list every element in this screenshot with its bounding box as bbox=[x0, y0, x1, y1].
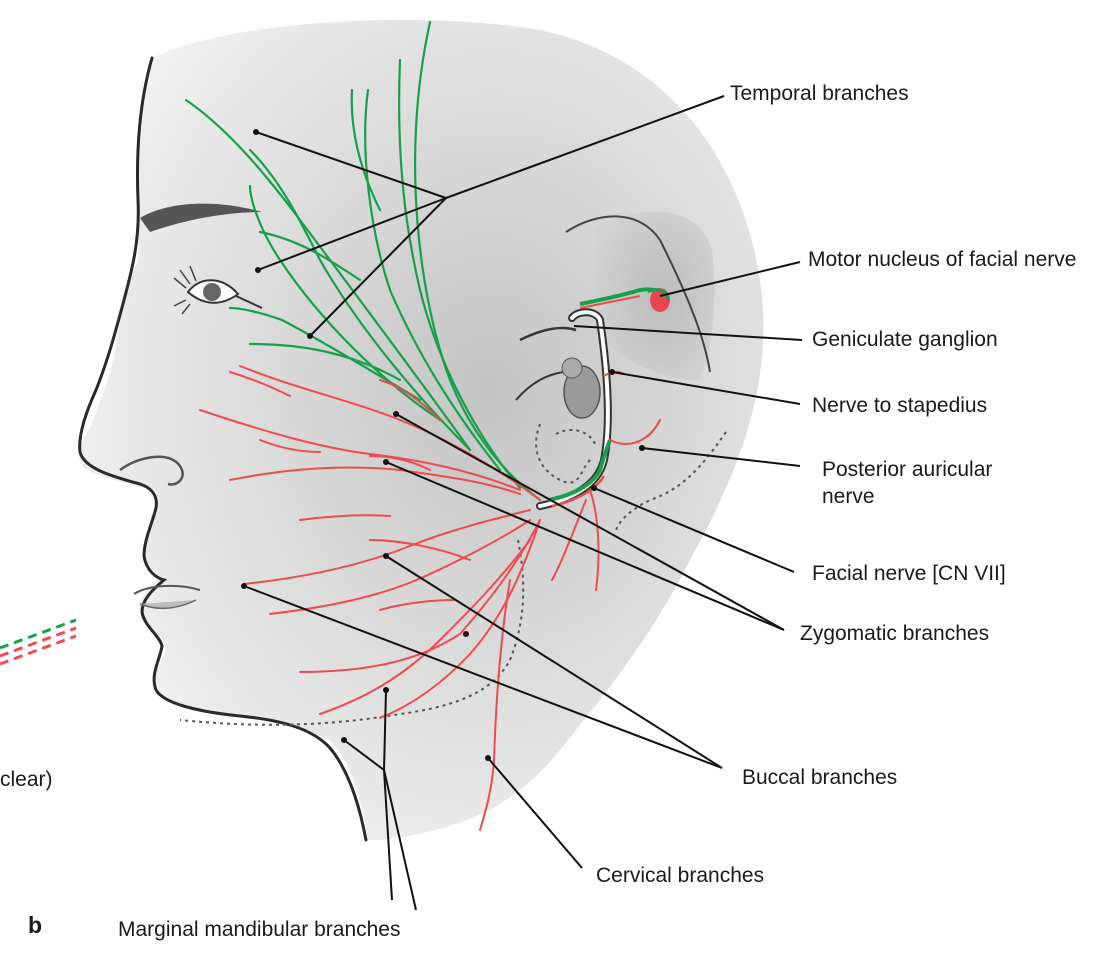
cropped-caption-text: clear) bbox=[0, 766, 53, 793]
label-buccal-branches: Buccal branches bbox=[742, 764, 897, 791]
label-nerve-to-stapedius: Nerve to stapedius bbox=[812, 392, 987, 419]
label-motor-nucleus: Motor nucleus of facial nerve bbox=[808, 246, 1098, 273]
label-facial-nerve: Facial nerve [CN VII] bbox=[812, 560, 1006, 587]
label-posterior-auricular-nerve: Posterior auricular nerve bbox=[822, 456, 1042, 510]
legend-dashes bbox=[0, 620, 76, 664]
label-geniculate-ganglion: Geniculate ganglion bbox=[812, 326, 998, 353]
label-zygomatic-branches: Zygomatic branches bbox=[800, 620, 989, 647]
label-marginal-mandibular-branches: Marginal mandibular branches bbox=[118, 916, 401, 943]
panel-letter: b bbox=[28, 912, 42, 939]
label-temporal-branches: Temporal branches bbox=[730, 80, 909, 107]
label-cervical-branches: Cervical branches bbox=[596, 862, 764, 889]
